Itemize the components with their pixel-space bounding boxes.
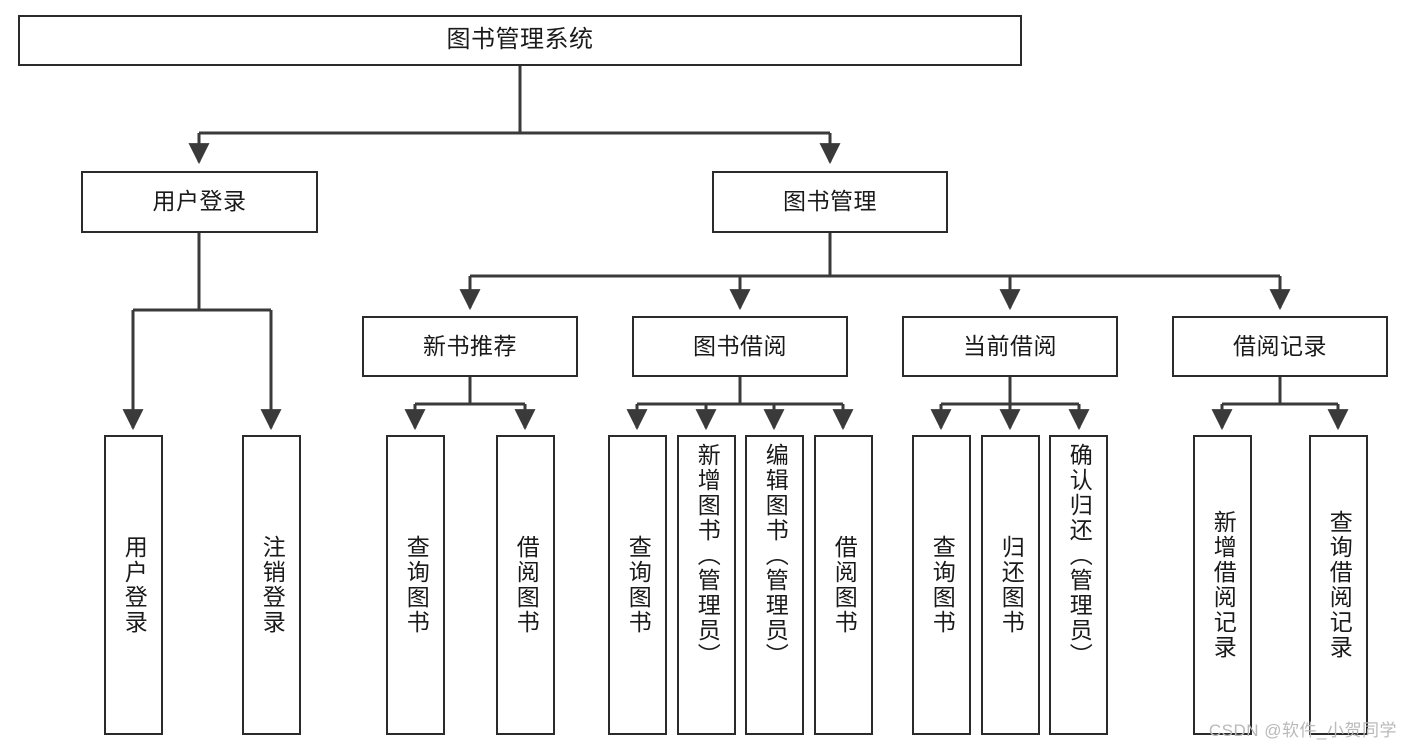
node-label: 归还图书: [998, 535, 1025, 635]
node-label: 图书管理: [783, 188, 877, 215]
node-label: 新增图书（管理员）: [694, 443, 721, 668]
node-label: 查询图书: [625, 535, 652, 635]
node-book-management[interactable]: 图书管理: [712, 171, 948, 233]
leaf-recommend-query-book[interactable]: 查询图书: [386, 435, 445, 735]
node-label: 注销登录: [259, 535, 286, 635]
node-label: 用户登录: [152, 188, 247, 215]
node-label: 借阅图书: [513, 535, 540, 635]
leaf-record-query-record[interactable]: 查询借阅记录: [1309, 435, 1368, 735]
leaf-record-add-record[interactable]: 新增借阅记录: [1193, 435, 1252, 735]
leaf-current-confirm-return-admin[interactable]: 确认归还（管理员）: [1049, 435, 1108, 735]
leaf-current-query-book[interactable]: 查询图书: [912, 435, 971, 735]
node-label: 用户登录: [121, 535, 148, 635]
node-current-borrow[interactable]: 当前借阅: [902, 316, 1118, 377]
node-label: 图书管理系统: [446, 26, 594, 54]
node-label: 编辑图书（管理员）: [762, 443, 789, 668]
node-label: 查询图书: [403, 535, 430, 635]
leaf-recommend-borrow-book[interactable]: 借阅图书: [496, 435, 555, 735]
watermark: CSDN @软件_小贺同学: [1208, 721, 1397, 740]
node-label: 当前借阅: [963, 332, 1057, 359]
leaf-current-return-book[interactable]: 归还图书: [981, 435, 1040, 735]
node-label: 借阅图书: [831, 535, 858, 635]
leaf-user-logout[interactable]: 注销登录: [242, 435, 301, 735]
node-label: 借阅记录: [1233, 332, 1327, 359]
node-borrow-record[interactable]: 借阅记录: [1172, 316, 1388, 377]
leaf-user-login[interactable]: 用户登录: [104, 435, 163, 735]
node-root-system[interactable]: 图书管理系统: [18, 15, 1022, 66]
node-label: 新书推荐: [423, 332, 517, 359]
node-label: 确认归还（管理员）: [1066, 443, 1093, 668]
node-label: 查询借阅记录: [1326, 510, 1353, 660]
node-new-book-recommend[interactable]: 新书推荐: [362, 316, 578, 377]
leaf-borrow-edit-book-admin[interactable]: 编辑图书（管理员）: [745, 435, 804, 735]
node-label: 新增借阅记录: [1210, 510, 1237, 660]
node-label: 图书借阅: [693, 332, 787, 359]
node-label: 查询图书: [929, 535, 956, 635]
leaf-borrow-add-book-admin[interactable]: 新增图书（管理员）: [677, 435, 736, 735]
leaf-borrow-borrow-book[interactable]: 借阅图书: [814, 435, 873, 735]
node-user-login[interactable]: 用户登录: [81, 171, 318, 233]
leaf-borrow-query-book[interactable]: 查询图书: [608, 435, 667, 735]
node-book-borrow[interactable]: 图书借阅: [632, 316, 848, 377]
